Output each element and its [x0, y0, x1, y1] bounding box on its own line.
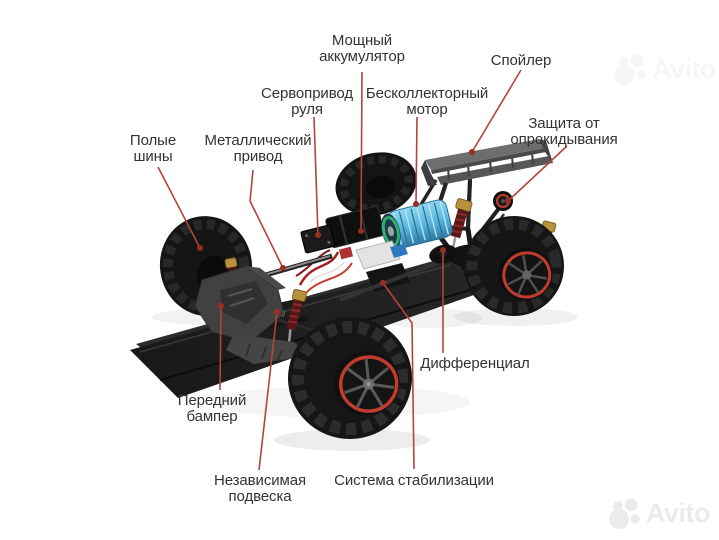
- leader-line-metal-drivetrain: [249, 169, 284, 269]
- spoiler-wing: [421, 139, 553, 228]
- front-right-tire: [288, 316, 412, 440]
- rear-left-tire: [335, 152, 417, 216]
- leader-line-spoiler: [471, 69, 522, 153]
- anchor-dot-hollow-tires: [197, 245, 203, 251]
- leader-line-powerful-battery: [360, 71, 363, 232]
- rear-right-tire: [464, 216, 564, 316]
- anchor-dot-powerful-battery: [358, 228, 364, 234]
- avito-watermark-text: Avito: [646, 497, 711, 528]
- anchor-dot-rollover-protection: [505, 198, 511, 204]
- leader-line-steering-servo: [313, 116, 319, 236]
- leader-line-hollow-tires: [157, 166, 201, 249]
- anchor-dot-steering-servo: [315, 232, 321, 238]
- brushless-motor-part: [381, 199, 453, 249]
- avito-watermark-top: Avito: [614, 52, 717, 86]
- avito-watermark-text: Avito: [652, 53, 717, 84]
- anchor-dot-spoiler: [469, 149, 475, 155]
- leader-line-brushless-motor: [415, 116, 418, 205]
- anchor-dot-metal-drivetrain: [280, 265, 286, 271]
- anchor-dot-brushless-motor: [413, 201, 419, 207]
- anchor-dot-stabilization-system: [380, 280, 386, 286]
- leader-line-front-bumper: [219, 305, 222, 391]
- leader-line-stabilization-system: [382, 282, 415, 470]
- rear-shock: [450, 198, 473, 249]
- avito-logo-icon: [615, 54, 646, 85]
- leader-line-rollover-protection: [507, 145, 568, 202]
- avito-logo-icon: [609, 498, 640, 529]
- leader-line-independent-suspension: [258, 311, 278, 471]
- anchor-dot-front-bumper: [218, 303, 224, 309]
- anchor-dot-independent-suspension: [274, 309, 280, 315]
- avito-watermark-bottom: Avito: [608, 496, 711, 530]
- drivetrain: [261, 244, 457, 302]
- anchor-dot-differential: [440, 247, 446, 253]
- front-bumper-part: [194, 265, 308, 364]
